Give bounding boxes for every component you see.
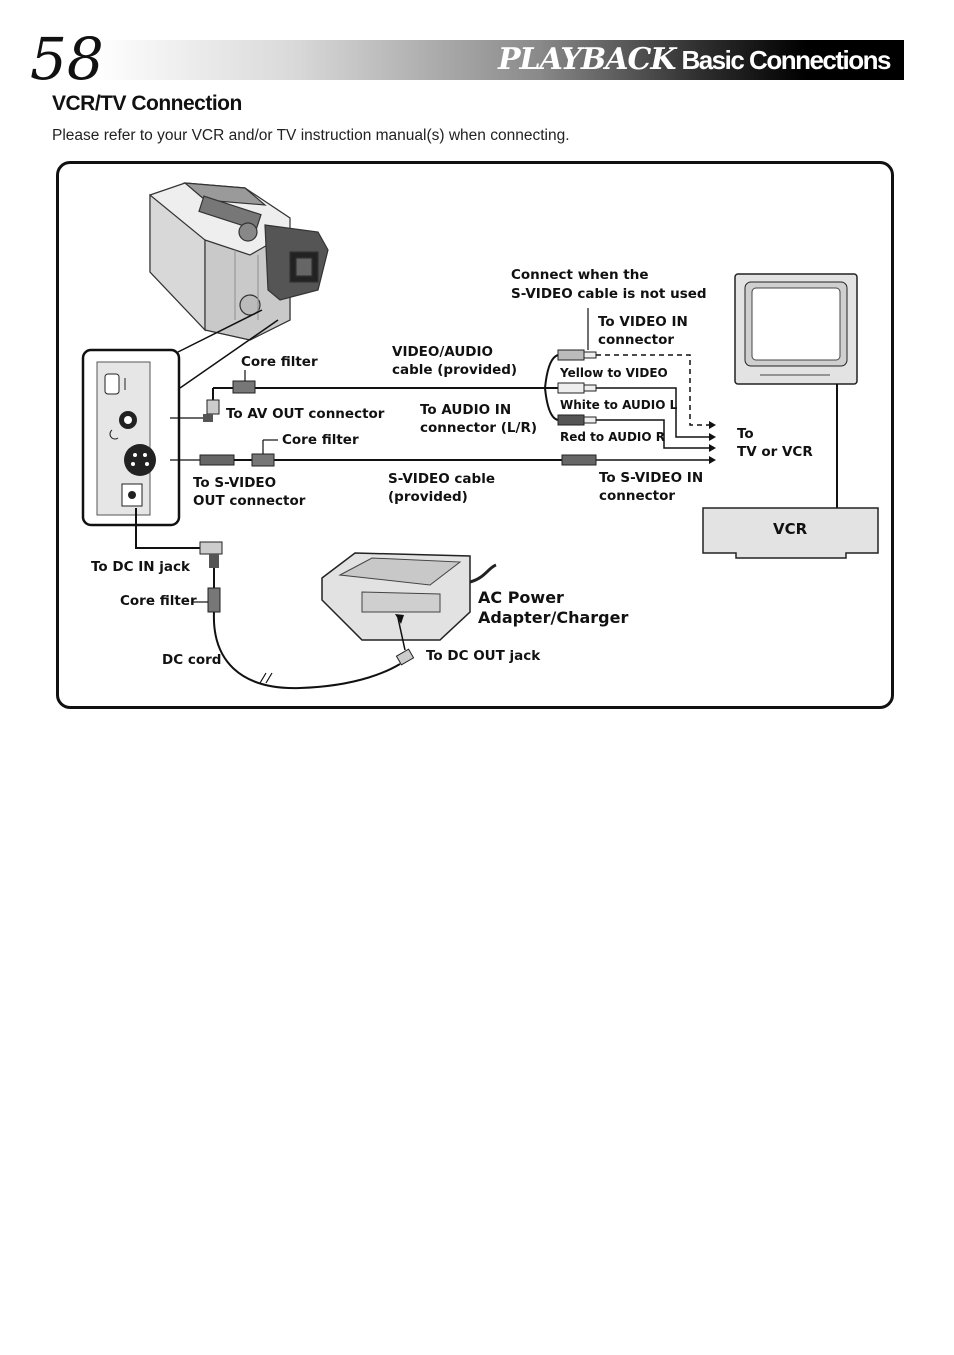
label-connect-when: Connect when the — [511, 267, 649, 283]
label-core-filter-dc: Core filter — [120, 593, 197, 609]
label-dc-cord: DC cord — [162, 652, 222, 668]
header-subsection: Basic Connections — [681, 45, 891, 75]
label-svideo-in-connector: connector — [599, 488, 676, 504]
connector-panel — [81, 348, 181, 527]
label-video-in-connector: connector — [598, 332, 675, 348]
label-svideo-provided: (provided) — [388, 489, 468, 505]
label-to-dc-out: To DC OUT jack — [426, 648, 541, 664]
label-to-svideo: To S-VIDEO — [193, 475, 277, 491]
rca-plugs — [557, 349, 597, 426]
label-yellow-video: Yellow to VIDEO — [560, 366, 668, 380]
section-title: VCR/TV Connection — [52, 92, 242, 115]
label-cable-provided: cable (provided) — [392, 362, 518, 378]
label-to-audio-in: To AUDIO IN — [420, 402, 512, 418]
vcr-box — [702, 507, 879, 559]
intro-text: Please refer to your VCR and/or TV instr… — [52, 127, 570, 144]
label-to-video-in: To VIDEO IN — [598, 314, 688, 330]
dc-plug-camcorder — [199, 541, 223, 568]
diagram-frame — [56, 161, 894, 709]
header-bar — [92, 40, 904, 80]
label-adapter-charger: Adapter/Charger — [478, 608, 629, 627]
av-plug — [203, 399, 220, 422]
label-red-audio-r: Red to AUDIO R — [560, 430, 666, 444]
camcorder-illustration — [149, 182, 329, 341]
tv-illustration — [734, 273, 858, 385]
dc-plug-adapter — [395, 648, 415, 666]
svideo-cable — [170, 453, 597, 467]
core-filter-dc — [207, 587, 221, 613]
label-core-filter-svideo: Core filter — [282, 432, 359, 448]
label-svideo-cable: S-VIDEO cable — [388, 471, 495, 487]
label-to-av-out: To AV OUT connector — [226, 406, 385, 422]
label-vcr: VCR — [773, 520, 808, 538]
av-cable — [212, 354, 559, 421]
label-video-audio: VIDEO/AUDIO — [392, 344, 494, 360]
label-core-filter-av: Core filter — [241, 354, 318, 370]
label-svideo-not-used: S-VIDEO cable is not used — [511, 286, 707, 302]
arrowheads — [709, 421, 716, 464]
label-tv-or-vcr: TV or VCR — [737, 444, 813, 460]
label-to-dc-in: To DC IN jack — [91, 559, 190, 575]
ac-adapter-illustration — [321, 552, 497, 641]
label-ac-power: AC Power — [478, 588, 564, 607]
header-section: PLAYBACK — [498, 42, 676, 77]
output-lines — [596, 354, 712, 461]
page-number: 58 — [30, 25, 104, 93]
label-to: To — [737, 426, 754, 442]
label-to-svideo-in: To S-VIDEO IN — [599, 470, 704, 486]
core-filter-av — [232, 380, 256, 394]
label-white-audio-l: White to AUDIO L — [560, 398, 678, 412]
label-svideo-out-connector: OUT connector — [193, 493, 306, 509]
label-audio-connector-lr: connector (L/R) — [420, 420, 538, 436]
